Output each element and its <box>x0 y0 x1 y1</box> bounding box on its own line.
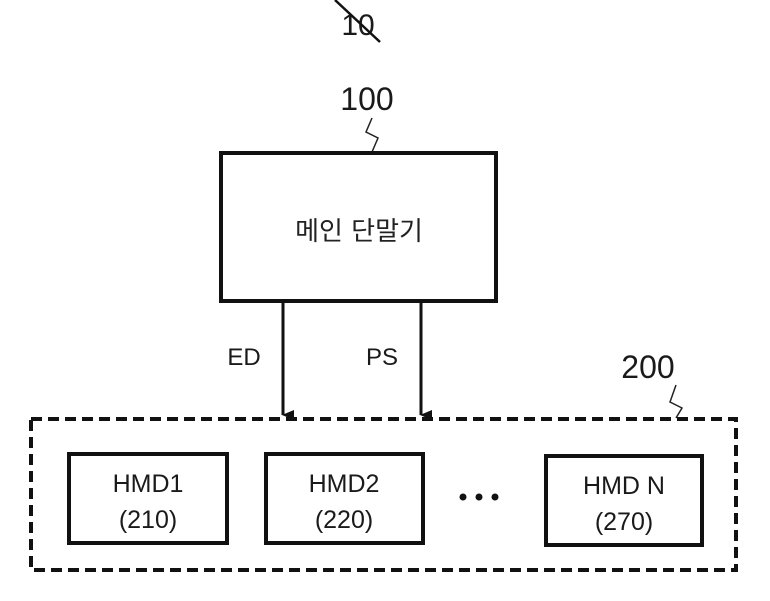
main-terminal-ref: 100 <box>340 81 393 117</box>
hmd-device-box <box>544 454 704 547</box>
hmd-device-1: HMD1 (210) <box>67 452 229 545</box>
hmd-device-ref: (270) <box>595 508 653 536</box>
hmd-group-box <box>29 417 738 572</box>
hmd-device-box <box>264 452 425 545</box>
hmd-device-name: HMD1 <box>113 470 184 498</box>
hmd-device-2: HMD2 (220) <box>264 452 425 545</box>
hmd-device-name: HMD N <box>583 472 665 500</box>
figure-number: 10 <box>341 9 374 42</box>
hmd-device-ref: (210) <box>119 506 177 534</box>
main-terminal-label: 메인 단말기 <box>295 217 423 247</box>
hmd-device-name: HMD2 <box>309 470 380 498</box>
main-terminal-leader-line <box>365 117 379 153</box>
hmd-device-box <box>67 452 229 545</box>
ellipsis-icon <box>459 493 499 501</box>
figure-number-underline <box>334 0 381 43</box>
hmd-group-leader-line <box>669 384 684 419</box>
ed-signal-label: ED <box>227 344 260 371</box>
hmd-group-ref: 200 <box>621 349 674 385</box>
hmd-device-ref: (220) <box>315 506 373 534</box>
ps-signal-label: PS <box>366 344 398 371</box>
hmd-device-n: HMD N (270) <box>544 454 704 547</box>
main-terminal-box <box>219 151 498 303</box>
